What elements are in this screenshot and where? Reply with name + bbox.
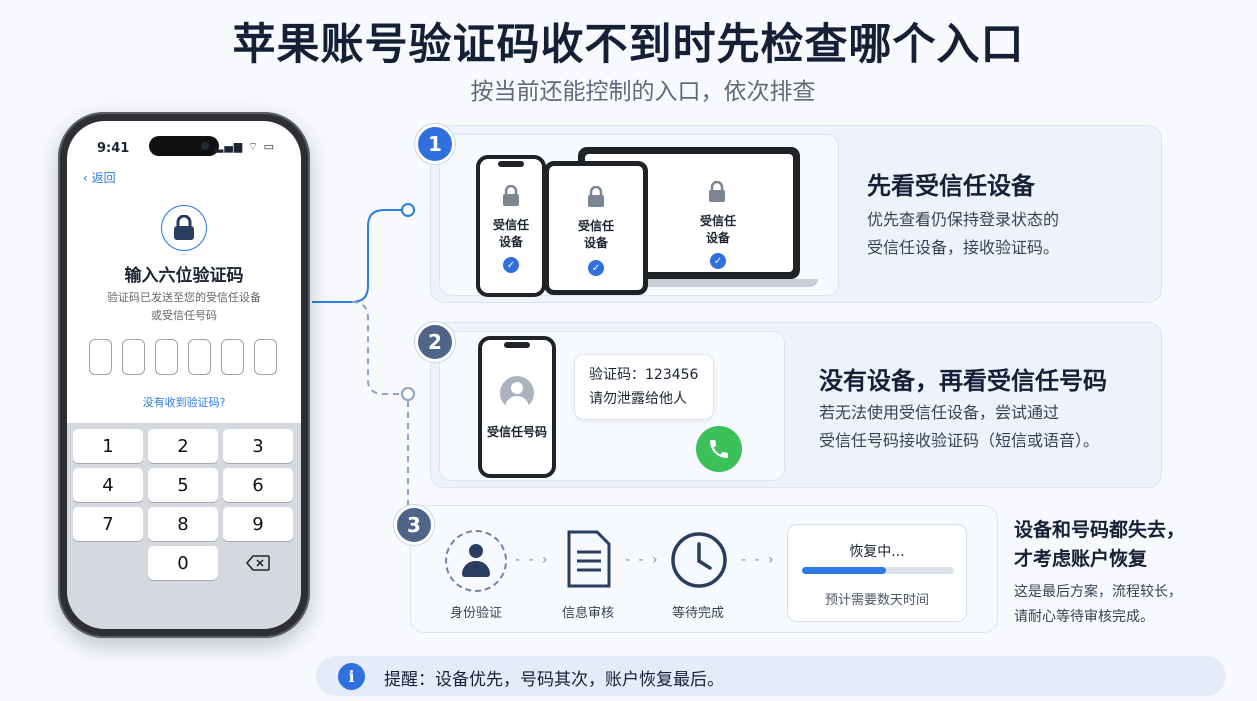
lock-icon (502, 184, 520, 211)
key-empty (73, 546, 143, 580)
lock-icon (161, 205, 207, 251)
user-avatar-icon (500, 376, 534, 410)
otp-digit-box[interactable] (89, 339, 112, 375)
device-label-line2: 设备 (583, 236, 608, 250)
phone-device: 受信任 设备 ✓ (476, 155, 546, 297)
step-3-title-line2: 才考虑账户恢复 (1014, 548, 1148, 570)
clock-icon (669, 530, 729, 594)
dashed-arrow-icon: - - › (741, 552, 776, 568)
page-subtitle: 按当前还能控制的入口，依次排查 (470, 79, 816, 105)
numeric-keypad: 1 2 3 4 5 6 7 8 9 0 (67, 423, 301, 629)
key-4[interactable]: 4 (73, 468, 143, 502)
step-2-title: 没有设备，再看受信任号码 (819, 367, 1107, 395)
key-1[interactable]: 1 (73, 429, 143, 463)
document-icon (565, 530, 611, 592)
phone-screen: 9:41 ▂▄▆ ⌔ ▭ ‹ 返回 输入六位验证码 验证码已发送至您的受信任设备… (67, 121, 301, 629)
step-1-text: 优先查看仍保持登录状态的 受信任设备，接收验证码。 (867, 206, 1059, 262)
status-time: 9:41 (97, 141, 130, 156)
step-3-text-line1: 这是最后方案，流程较长， (1014, 584, 1182, 600)
otp-digit-box[interactable] (254, 339, 277, 375)
step-3-title: 设备和号码都失去， 才考虑账户恢复 (1014, 516, 1185, 574)
key-8[interactable]: 8 (148, 507, 218, 541)
otp-input-group[interactable] (89, 339, 277, 375)
otp-digit-box[interactable] (155, 339, 178, 375)
progress-bar (802, 567, 954, 574)
key-9[interactable]: 9 (223, 507, 293, 541)
key-7[interactable]: 7 (73, 507, 143, 541)
device-label-line2: 设备 (498, 235, 523, 249)
step-1-card: 受信任 设备 ✓ 受信任 设备 ✓ 受信任 设备 ✓ (430, 125, 1162, 303)
step-3-title-line1: 设备和号码都失去， (1014, 519, 1186, 541)
step-3-text: 这是最后方案，流程较长， 请耐心等待审核完成。 (1014, 580, 1182, 630)
sms-warning-line: 请勿泄露给他人 (589, 391, 687, 407)
info-icon: i (338, 663, 365, 690)
check-icon: ✓ (710, 253, 726, 269)
progress-fill (802, 567, 886, 574)
flow-step-review: 信息审核 (561, 606, 614, 621)
sms-code-line: 验证码：123456 (589, 367, 699, 383)
step-2-badge: 2 (415, 322, 455, 362)
device-label-line1: 受信任 (699, 214, 736, 228)
device-label-line2: 设备 (705, 231, 730, 245)
otp-desc-line1: 验证码已发送至您的受信任设备 (107, 291, 261, 304)
key-2[interactable]: 2 (148, 429, 218, 463)
back-button[interactable]: ‹ 返回 (83, 169, 116, 186)
step-1-text-line1: 优先查看仍保持登录状态的 (867, 210, 1060, 229)
otp-digit-box[interactable] (122, 339, 145, 375)
key-6[interactable]: 6 (223, 468, 293, 502)
check-icon: ✓ (588, 260, 604, 276)
tip-text: 提醒：设备优先，号码其次，账户恢复最后。 (384, 670, 724, 690)
progress-caption: 预计需要数天时间 (824, 593, 929, 608)
resend-link[interactable]: 没有收到验证码? (142, 396, 226, 409)
step-1-text-line2: 受信任设备，接收验证码。 (867, 238, 1060, 257)
step-2-illustration: 受信任号码 验证码：123456 请勿泄露给他人 (439, 331, 785, 481)
step-2-text-line2: 受信任号码接收验证码（短信或语音）。 (819, 431, 1100, 450)
recovery-progress-box: 恢复中... 预计需要数天时间 (787, 524, 967, 622)
step-1-title: 先看受信任设备 (867, 172, 1035, 200)
tablet-device: 受信任 设备 ✓ (544, 161, 648, 295)
tip-banner: i 提醒：设备优先，号码其次，账户恢复最后。 (316, 656, 1226, 696)
step-2-text-line1: 若无法使用受信任设备，尝试通过 (819, 403, 1060, 422)
page-title: 苹果账号验证码收不到时先检查哪个入口 (232, 20, 1025, 70)
key-3[interactable]: 3 (223, 429, 293, 463)
step-3-badge: 3 (394, 505, 434, 545)
back-label: 返回 (91, 171, 116, 185)
flow-step-identity: 身份验证 (449, 606, 502, 621)
otp-desc-line2: 或受信任号码 (151, 309, 217, 322)
device-label-line1: 受信任 (492, 218, 529, 232)
step-2-text: 若无法使用受信任设备，尝试通过 受信任号码接收验证码（短信或语音）。 (819, 399, 1099, 455)
phone-call-icon (696, 426, 742, 472)
trusted-number-label: 受信任号码 (486, 425, 547, 439)
lock-icon (708, 180, 726, 207)
otp-digit-box[interactable] (221, 339, 244, 375)
identity-icon (445, 530, 507, 592)
key-0[interactable]: 0 (148, 546, 218, 580)
step-2-card: 受信任号码 验证码：123456 请勿泄露给他人 没有设备，再看受信任号码 若无… (430, 322, 1162, 488)
key-5[interactable]: 5 (148, 468, 218, 502)
step-1-illustration: 受信任 设备 ✓ 受信任 设备 ✓ 受信任 设备 ✓ (439, 134, 839, 297)
lock-icon (587, 185, 605, 212)
step-3-card: 身份验证 - - › 信息审核 - - › 等待完成 - - › 恢复中... … (410, 505, 998, 633)
trusted-number-phone: 受信任号码 (478, 336, 556, 478)
chevron-left-icon: ‹ (83, 171, 92, 185)
progress-title: 恢复中... (849, 544, 905, 560)
check-icon: ✓ (503, 257, 519, 273)
step-3-text-line2: 请耐心等待审核完成。 (1014, 609, 1154, 625)
dynamic-island (149, 136, 219, 156)
device-label-line1: 受信任 (577, 219, 614, 233)
dashed-arrow-icon: - - › (625, 552, 660, 568)
step-1-badge: 1 (415, 124, 455, 164)
otp-description: 验证码已发送至您的受信任设备 或受信任号码 (87, 289, 281, 325)
otp-title: 输入六位验证码 (124, 266, 244, 286)
otp-digit-box[interactable] (188, 339, 211, 375)
delete-key-icon[interactable] (223, 546, 293, 580)
sms-bubble: 验证码：123456 请勿泄露给他人 (574, 354, 714, 420)
phone-mockup: 9:41 ▂▄▆ ⌔ ▭ ‹ 返回 输入六位验证码 验证码已发送至您的受信任设备… (58, 112, 310, 638)
status-icons: ▂▄▆ ⌔ ▭ (214, 140, 275, 153)
dashed-arrow-icon: - - › (515, 552, 550, 568)
flow-step-wait: 等待完成 (671, 606, 724, 621)
